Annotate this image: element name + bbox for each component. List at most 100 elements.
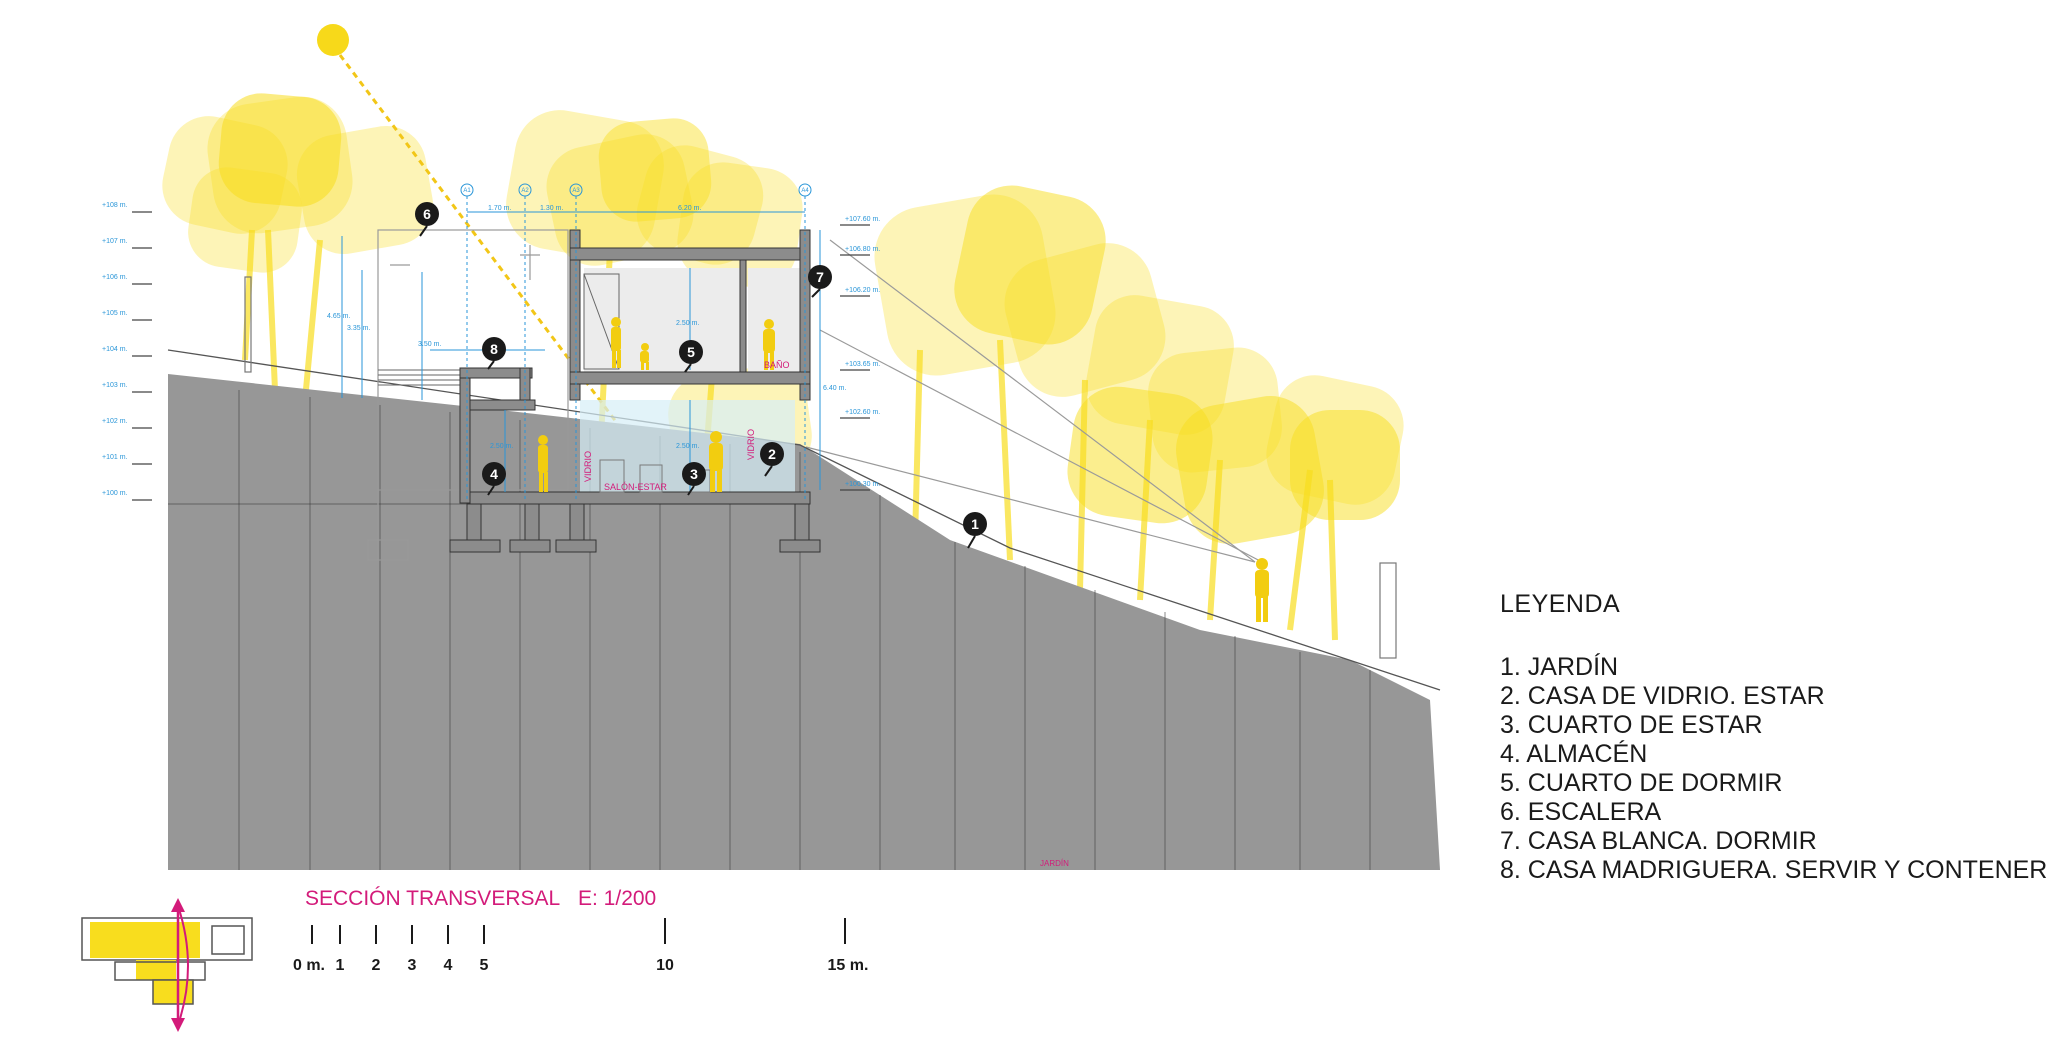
grid-axis-label: A3: [572, 188, 580, 194]
stair-hatch: [378, 369, 470, 386]
structure: [449, 229, 821, 553]
level-marks-right: [840, 224, 870, 491]
level-label: +101 m.: [102, 454, 128, 461]
level-label: +106 m.: [102, 274, 128, 281]
grid-axis-label: A1: [463, 188, 471, 194]
trees-canopy: [162, 93, 1404, 544]
marker-label: 7: [816, 269, 824, 285]
scale-label: 0 m.: [293, 957, 325, 974]
grid-axes: [460, 183, 812, 500]
level-label: +103 m.: [102, 382, 128, 389]
marker-4: 4: [482, 462, 506, 496]
person-figure: [763, 319, 775, 370]
marker-label: 6: [423, 206, 431, 222]
scale-label: 2: [372, 957, 381, 974]
marker-label: 3: [690, 466, 698, 482]
background-building-outline: [367, 229, 569, 561]
legend-title: LEYENDA: [1500, 590, 1621, 618]
dimension-label: 2.50 m.: [676, 320, 699, 327]
legend: LEYENDA 1. JARDÍN 2. CASA DE VIDRIO. EST…: [1500, 590, 2047, 885]
key-plan: [81, 898, 253, 1032]
scale-bar: [311, 918, 846, 944]
scale-label: 4: [444, 957, 453, 974]
marker-3: 3: [682, 462, 706, 496]
markers: 1 2 3 4 5 6 7: [415, 202, 987, 549]
marker-6: 6: [415, 202, 439, 237]
grid-axis-label: A4: [801, 188, 809, 194]
people-figures: [538, 317, 1269, 622]
marker-1: 1: [963, 512, 987, 549]
scale-bar-labels: 0 m. 1 2 3 4 5 10 15 m.: [293, 957, 868, 974]
distant-posts: [244, 276, 1397, 659]
level-label: +103.65 m.: [845, 361, 880, 368]
dimension-label: 2.50 m.: [676, 443, 699, 450]
level-label: +104 m.: [102, 346, 128, 353]
marker-8: 8: [482, 337, 506, 370]
dimension-labels: 1.70 m. 1.30 m. 6.20 m. 4.65 m. 3.35 m. …: [327, 205, 846, 450]
white-house-room: [584, 268, 742, 373]
legend-item: 6. ESCALERA: [1500, 798, 1662, 826]
room-label-salon: SALÓN-ESTAR: [604, 482, 667, 492]
dimension-label: 1.70 m.: [488, 205, 511, 212]
level-labels-right: +107.60 m. +106.80 m. +106.20 m. +103.65…: [845, 216, 880, 488]
section-scale: E: 1/200: [578, 887, 656, 910]
level-label: +102 m.: [102, 418, 128, 425]
dimension-label: 3.35 m.: [347, 325, 370, 332]
level-label: +105 m.: [102, 310, 128, 317]
level-labels-left: +108 m. +107 m. +106 m. +105 m. +104 m. …: [102, 202, 128, 497]
marker-label: 5: [687, 344, 695, 360]
level-label: +100.30 m.: [845, 481, 880, 488]
legend-item: 3. CUARTO DE ESTAR: [1500, 711, 1763, 739]
legend-item: 8. CASA MADRIGUERA. SERVIR Y CONTENER: [1500, 856, 2047, 884]
level-label: +106.80 m.: [845, 246, 880, 253]
marker-7: 7: [808, 265, 832, 298]
marker-label: 4: [490, 466, 498, 482]
view-lines: [805, 239, 1263, 563]
person-figure: [538, 435, 548, 492]
dimension-label: 4.65 m.: [327, 313, 350, 320]
legend-item: 1. JARDÍN: [1500, 653, 1619, 681]
person-figure: [611, 317, 621, 368]
legend-item: 2. CASA DE VIDRIO. ESTAR: [1500, 682, 1825, 710]
grid-axis-labels: A1 A2 A3 A4: [463, 188, 809, 194]
legend-list: 1. JARDÍN 2. CASA DE VIDRIO. ESTAR 3. CU…: [1500, 653, 2047, 885]
section-title: SECCIÓN TRANSVERSAL: [305, 887, 560, 910]
marker-label: 8: [490, 341, 498, 357]
scale-label: 3: [408, 957, 417, 974]
dimension-label: 2.50 m.: [490, 443, 513, 450]
ground-line: [167, 349, 1441, 691]
level-marks-left: [132, 211, 152, 501]
dimension-label: 1.30 m.: [540, 205, 563, 212]
dimension-label: 6.20 m.: [678, 205, 701, 212]
level-label: +106.20 m.: [845, 287, 880, 294]
level-label: +108 m.: [102, 202, 128, 209]
level-label: +107 m.: [102, 238, 128, 245]
legend-item: 7. CASA BLANCA. DORMIR: [1500, 827, 1817, 855]
marker-label: 1: [971, 516, 979, 532]
scale-label: 15 m.: [828, 957, 869, 974]
room-labels: SALÓN-ESTAR BAÑO VIDRIO VIDRIO JARDÍN: [583, 360, 1069, 868]
dimension-lines: [341, 211, 821, 492]
person-figure: [709, 431, 723, 492]
level-label: +100 m.: [102, 490, 128, 497]
room-label-vidrio: VIDRIO: [746, 429, 756, 460]
room-label-vidrio: VIDRIO: [583, 451, 593, 482]
legend-item: 4. ALMACÉN: [1500, 740, 1648, 768]
scale-label: 10: [656, 957, 674, 974]
legend-item: 5. CUARTO DE DORMIR: [1500, 769, 1783, 797]
level-label: +102.60 m.: [845, 409, 880, 416]
scale-label: 5: [480, 957, 489, 974]
section-drawing: +108 m. +107 m. +106 m. +105 m. +104 m. …: [81, 24, 1441, 1032]
room-label-bano: BAÑO: [764, 360, 790, 370]
marker-5: 5: [679, 340, 703, 373]
marker-label: 2: [768, 446, 776, 462]
dimension-label: 3.50 m.: [418, 341, 441, 348]
grid-axis-label: A2: [521, 188, 529, 194]
dimension-label: 6.40 m.: [823, 385, 846, 392]
marker-2: 2: [760, 442, 784, 477]
scale-label: 1: [336, 957, 345, 974]
level-label: +107.60 m.: [845, 216, 880, 223]
person-figure: [640, 343, 649, 370]
person-figure: [1255, 558, 1269, 622]
room-label-jardin: JARDÍN: [1040, 859, 1069, 868]
